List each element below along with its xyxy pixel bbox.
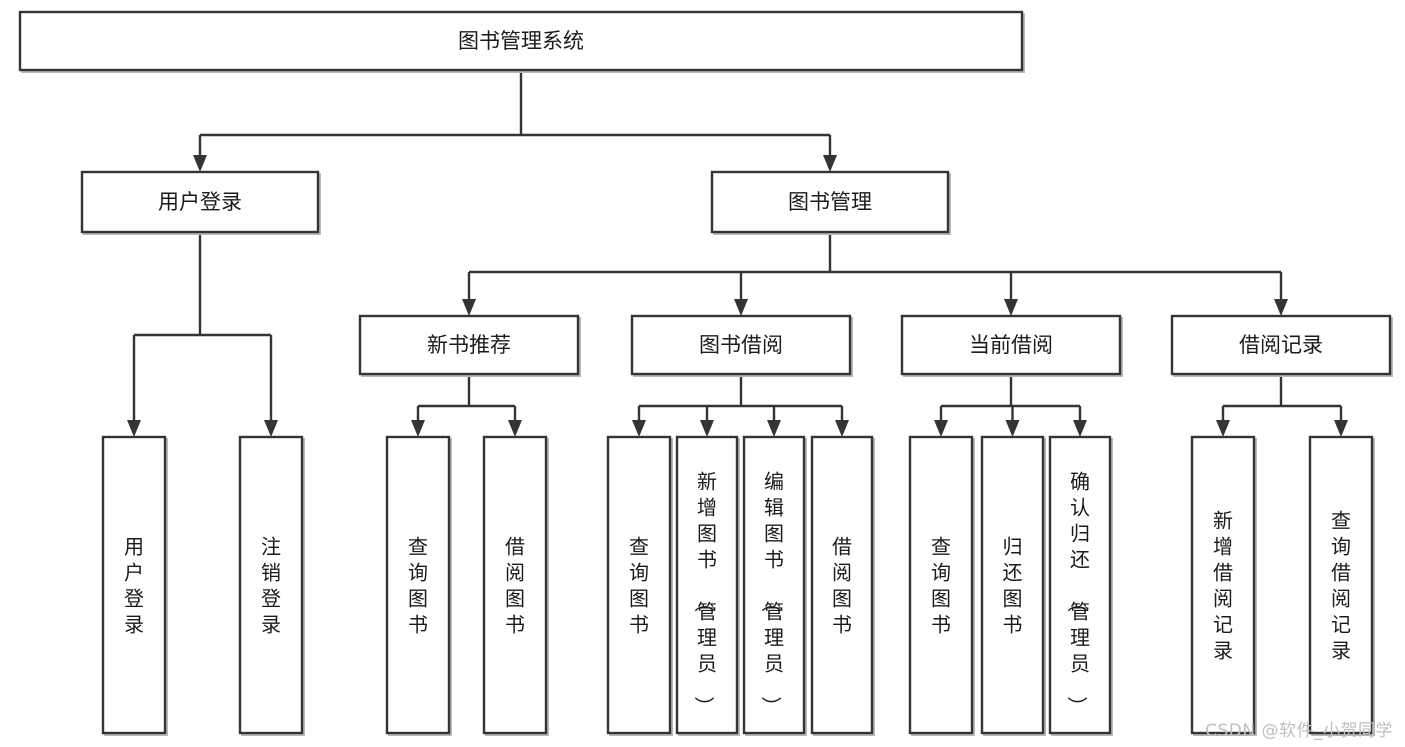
node-rect	[675, 435, 739, 735]
csdn-watermark: CSDN @软件_小贺同学	[1205, 721, 1393, 741]
node-leaf-return-book[interactable]: 归还图书	[980, 435, 1046, 736]
node-rect	[101, 435, 167, 735]
node-leaf-query-book-borrow[interactable]: 查询图书	[606, 435, 673, 736]
arrow-head	[462, 299, 476, 316]
arrow-head	[1005, 420, 1020, 437]
node-rect	[385, 435, 451, 735]
node-rect	[1048, 435, 1112, 735]
node-label: 注销登录	[261, 534, 281, 636]
node-label: 借阅记录	[1239, 333, 1323, 357]
node-rect	[1170, 314, 1392, 376]
node-new-book-recommend[interactable]: 新书推荐	[358, 314, 581, 377]
node-leaf-logout[interactable]: 注销登录	[238, 435, 305, 736]
node-rect	[358, 314, 580, 376]
connector-group-book-management	[462, 232, 1288, 316]
node-rect	[18, 10, 1024, 72]
node-book-management[interactable]: 图书管理	[710, 170, 951, 235]
node-label: 查询图书	[408, 534, 428, 636]
node-book-borrow[interactable]: 图书借阅	[630, 314, 853, 377]
arrow-head	[835, 420, 849, 437]
node-label: 图书借阅	[699, 333, 783, 357]
arrow-head	[1334, 420, 1348, 437]
arrow-head	[1004, 299, 1018, 316]
node-rect	[1190, 435, 1256, 735]
node-leaf-user-login[interactable]: 用户登录	[101, 435, 168, 736]
arrow-head	[508, 420, 522, 437]
node-current-borrow[interactable]: 当前借阅	[900, 314, 1123, 377]
node-rect	[606, 435, 672, 735]
node-rect	[980, 435, 1045, 735]
node-rect	[710, 170, 950, 234]
node-label: 借阅图书	[832, 534, 852, 636]
arrow-head	[700, 420, 714, 437]
connector-group-user-login	[127, 232, 278, 437]
node-borrow-record[interactable]: 借阅记录	[1170, 314, 1393, 377]
node-label: 新增借阅记录	[1213, 508, 1233, 662]
node-label: 查询借阅记录	[1331, 508, 1351, 662]
node-label: 借阅图书	[505, 534, 525, 636]
node-label: 归还图书	[1003, 534, 1023, 636]
arrow-head	[632, 420, 646, 437]
connector-group-new-book-recommend	[411, 374, 522, 437]
arrow-head	[193, 155, 207, 172]
node-label: 用户登录	[124, 534, 144, 636]
nodes-layer: 图书管理系统用户登录图书管理新书推荐图书借阅当前借阅借阅记录用户登录注销登录查询…	[18, 10, 1393, 736]
arrow-head	[411, 420, 425, 437]
node-label: 查询图书	[931, 534, 951, 636]
node-label: 图书管理系统	[458, 29, 584, 53]
node-root[interactable]: 图书管理系统	[18, 10, 1025, 73]
connector-group-borrow-record	[1216, 374, 1348, 437]
arrow-head	[934, 420, 948, 437]
node-leaf-borrow-book-recommend[interactable]: 借阅图书	[482, 435, 549, 736]
node-rect	[742, 435, 806, 735]
node-user-login[interactable]: 用户登录	[80, 170, 321, 235]
node-label: 新增图书（管理员）	[692, 469, 717, 716]
node-leaf-confirm-return[interactable]: 确认归还（管理员）	[1048, 435, 1113, 736]
node-label: 确认归还（管理员）	[1065, 469, 1090, 716]
node-leaf-edit-book[interactable]: 编辑图书（管理员）	[742, 435, 807, 736]
arrow-head	[264, 420, 278, 437]
node-rect	[900, 314, 1122, 376]
node-label: 编辑图书（管理员）	[759, 469, 784, 716]
arrow-head	[1274, 299, 1288, 316]
node-leaf-query-book-recommend[interactable]: 查询图书	[385, 435, 452, 736]
node-rect	[238, 435, 304, 735]
node-label: 图书管理	[788, 190, 872, 214]
node-rect	[908, 435, 974, 735]
node-rect	[80, 170, 320, 234]
node-label: 当前借阅	[969, 333, 1053, 357]
node-rect	[630, 314, 852, 376]
node-leaf-add-borrow-record[interactable]: 新增借阅记录	[1190, 435, 1257, 736]
arrow-head	[1216, 420, 1230, 437]
arrow-head	[127, 420, 141, 437]
node-leaf-add-book[interactable]: 新增图书（管理员）	[675, 435, 740, 736]
node-rect	[482, 435, 548, 735]
node-rect	[810, 435, 874, 735]
node-label: 查询图书	[629, 534, 649, 636]
node-rect	[1308, 435, 1374, 735]
node-label: 新书推荐	[427, 333, 511, 357]
arrow-head	[734, 299, 748, 316]
connector-group-root	[193, 70, 837, 172]
node-leaf-borrow-book[interactable]: 借阅图书	[810, 435, 875, 736]
node-leaf-query-book-current[interactable]: 查询图书	[908, 435, 975, 736]
arrow-head	[767, 420, 781, 437]
node-leaf-query-borrow-record[interactable]: 查询借阅记录	[1308, 435, 1375, 736]
connector-group-book-borrow	[632, 374, 849, 437]
arrow-head	[823, 155, 837, 172]
connector-group-current-borrow	[934, 374, 1087, 437]
node-label: 用户登录	[158, 190, 242, 214]
connectors-layer	[127, 70, 1348, 437]
arrow-head	[1073, 420, 1087, 437]
